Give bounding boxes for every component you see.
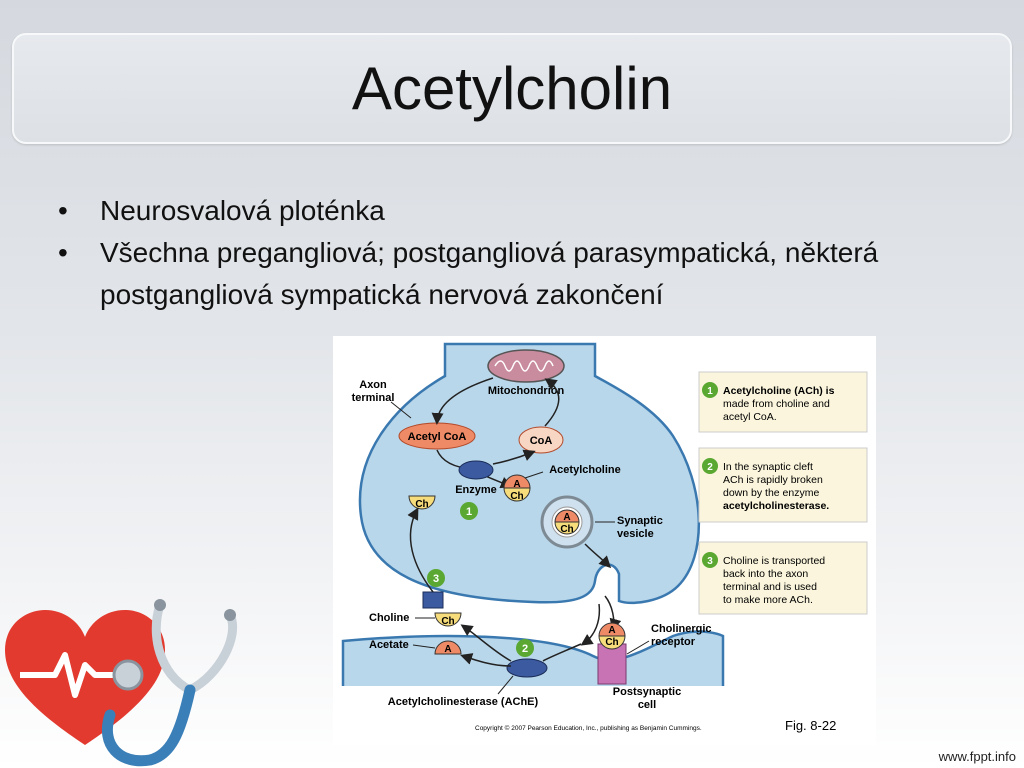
bullet-dot: • xyxy=(58,195,68,226)
cholinergic-receptor-label-1: Cholinergic xyxy=(651,623,712,635)
svg-text:Ch: Ch xyxy=(441,616,454,627)
step-panel-3: 3 Choline is transported back into the a… xyxy=(698,541,868,615)
acetate-molecule: A xyxy=(434,640,462,655)
svg-text:3: 3 xyxy=(707,556,713,567)
svg-text:Ch: Ch xyxy=(605,637,618,648)
svg-text:Ch: Ch xyxy=(510,491,523,502)
ach-synapse-figure: Mitochondrion Axon terminal Acetyl CoA C… xyxy=(333,336,876,745)
ach-bound-receptor: A Ch xyxy=(598,622,626,650)
heart-stethoscope-icon xyxy=(5,599,238,767)
mitochondrion-icon xyxy=(487,349,565,383)
bullet-item: • Všechna pregangliová; postgangliová pa… xyxy=(58,232,958,316)
svg-text:Ch: Ch xyxy=(415,499,428,510)
svg-text:A: A xyxy=(513,479,520,490)
ache-label: Acetylcholinesterase (AChE) xyxy=(388,696,539,708)
svg-text:made from choline and: made from choline and xyxy=(723,398,830,410)
bullet-list: • Neurosvalová ploténka • Všechna pregan… xyxy=(58,190,958,316)
step-3-badge: 3 xyxy=(427,569,445,587)
choline-molecule-cleft: Ch xyxy=(434,612,462,627)
postsynaptic-cell-label-2: cell xyxy=(638,699,656,711)
svg-text:down by the enzyme: down by the enzyme xyxy=(723,487,819,499)
mitochondrion-label: Mitochondrion xyxy=(488,385,565,397)
axon-terminal-label-2: terminal xyxy=(352,392,395,404)
choline-transporter xyxy=(422,591,444,609)
title-box: Acetylcholin xyxy=(12,33,1012,144)
ach-molecule: A Ch xyxy=(503,474,531,502)
coa-oval xyxy=(518,426,564,454)
synaptic-vesicle: A Ch xyxy=(540,495,594,549)
acetate-label: Acetate xyxy=(369,639,409,651)
bullet-item: • Neurosvalová ploténka xyxy=(58,190,958,232)
axon-terminal-label-1: Axon xyxy=(359,379,387,391)
figure-label: Fig. 8-22 xyxy=(785,718,836,733)
svg-text:1: 1 xyxy=(707,386,713,397)
svg-text:Choline is transported: Choline is transported xyxy=(723,555,825,567)
synaptic-vesicle-label-1: Synaptic xyxy=(617,515,663,527)
svg-text:2: 2 xyxy=(522,643,528,655)
svg-text:Acetylcholine (ACh) is: Acetylcholine (ACh) is xyxy=(723,385,835,397)
svg-text:A: A xyxy=(444,644,451,655)
bullet-text: Neurosvalová ploténka xyxy=(100,195,385,226)
svg-text:acetyl CoA.: acetyl CoA. xyxy=(723,411,777,423)
svg-text:3: 3 xyxy=(433,573,439,585)
step-2-badge: 2 xyxy=(516,639,534,657)
svg-text:acetylcholinesterase.: acetylcholinesterase. xyxy=(723,500,829,512)
choline-molecule-inside: Ch xyxy=(408,495,436,510)
axon-terminal-shape xyxy=(358,342,700,605)
svg-text:to make more ACh.: to make more ACh. xyxy=(723,594,813,606)
ache-enzyme xyxy=(506,658,548,678)
svg-text:A: A xyxy=(608,625,615,636)
svg-text:Ch: Ch xyxy=(560,524,573,535)
svg-text:A: A xyxy=(563,512,570,523)
svg-text:ACh is rapidly broken: ACh is rapidly broken xyxy=(723,474,823,486)
footer-url: www.fppt.info xyxy=(938,749,1016,764)
choline-label: Choline xyxy=(369,612,409,624)
acetyl-coa-label: Acetyl CoA xyxy=(408,431,467,443)
synaptic-vesicle-label-2: vesicle xyxy=(617,528,654,540)
bullet-dot: • xyxy=(58,237,68,268)
acetylcholine-label: Acetylcholine xyxy=(549,464,621,476)
svg-text:In the synaptic cleft: In the synaptic cleft xyxy=(723,461,813,473)
bullet-text: Všechna pregangliová; postgangliová para… xyxy=(100,237,879,310)
step-panel-1: 1 Acetylcholine (ACh) is made from choli… xyxy=(698,371,868,433)
svg-text:2: 2 xyxy=(707,462,713,473)
step-1-badge: 1 xyxy=(460,502,478,520)
step-panel-2: 2 In the synaptic cleft ACh is rapidly b… xyxy=(698,447,868,523)
svg-text:back into the axon: back into the axon xyxy=(723,568,808,580)
copyright-text: Copyright © 2007 Pearson Education, Inc.… xyxy=(475,724,702,732)
slide-title: Acetylcholin xyxy=(351,55,673,122)
synapse-diagram: Mitochondrion Axon terminal Acetyl CoA C… xyxy=(333,342,868,733)
enzyme-shape xyxy=(458,460,494,480)
coa-label: CoA xyxy=(530,435,553,447)
enzyme-label: Enzyme xyxy=(455,484,497,496)
svg-text:1: 1 xyxy=(466,506,472,518)
cholinergic-receptor xyxy=(597,643,627,685)
postsynaptic-cell-label-1: Postsynaptic xyxy=(613,686,681,698)
cholinergic-receptor-label-2: receptor xyxy=(651,636,696,648)
svg-text:terminal and is used: terminal and is used xyxy=(723,581,817,593)
